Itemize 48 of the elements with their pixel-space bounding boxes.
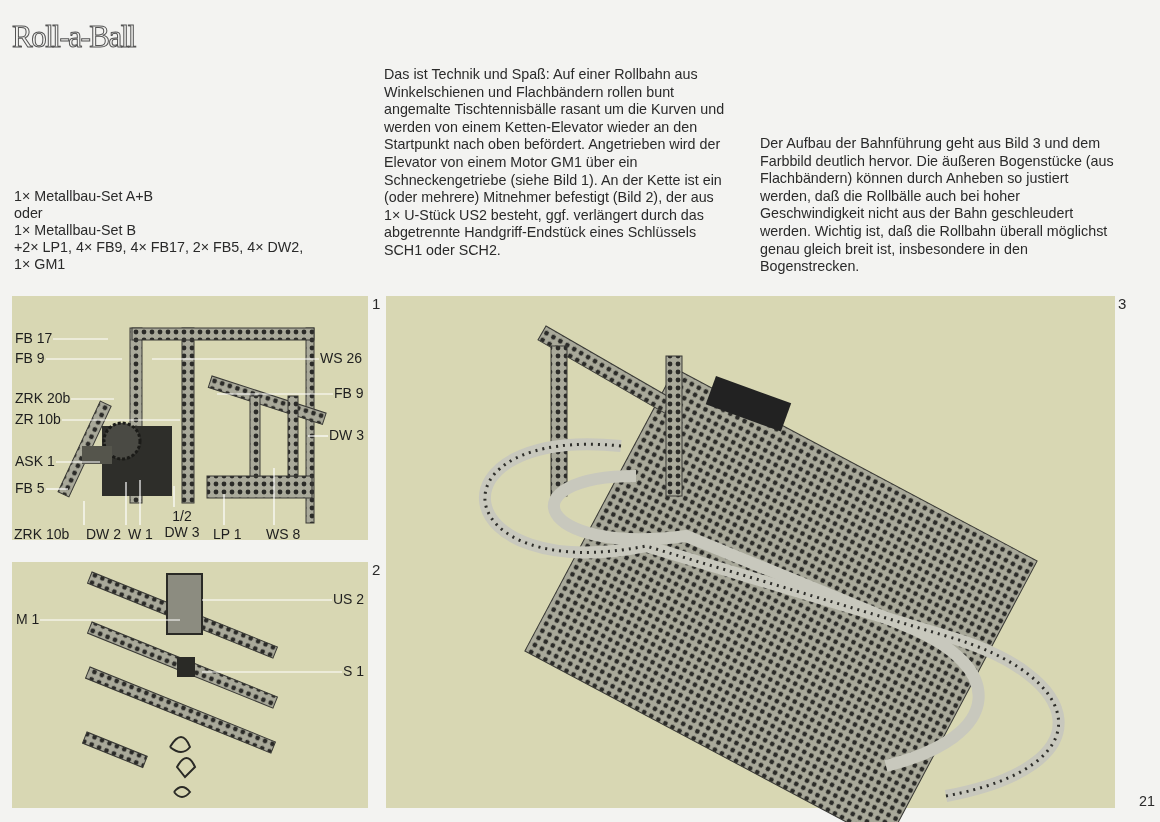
- figure-number: 3: [1118, 296, 1127, 312]
- page-title: Roll-a-Ball: [12, 20, 135, 54]
- leader-line: [39, 619, 181, 621]
- part-label: DW 3: [329, 427, 364, 443]
- part-label: FB 9: [15, 350, 45, 366]
- leader-line: [223, 493, 225, 526]
- part-label: LP 1: [213, 526, 242, 542]
- leader-line: [52, 338, 109, 340]
- leader-line: [201, 599, 333, 601]
- body-paragraph: Das ist Technik und Spaß: Auf einer Rollbahn aus Winkelschienen und Flachbändern rollen bunt angemalte Tischtennisbälle rasant um die Kurven und werden von einem Ketten-Elevator wieder an den Startpunkt nach oben befördert. Angetrieben wird der Elevator von einem Motor GM1 über ein Schneckengetriebe (siehe Bild 1). An der Kette ist ein (oder mehrere) Mitnehmer befestigt (Bild 2), der aus 1× U-Stück US2 besteht, ggf. verlängert durch das abgetrennte Handgriff-Endstück eines Schlüssels SCH1 oder SCH2.: [384, 66, 726, 260]
- leader-line: [45, 488, 69, 490]
- part-label: DW 2: [86, 526, 121, 542]
- leader-line: [45, 358, 123, 360]
- part-label: M 1: [16, 611, 40, 627]
- parts-list-line: 1× Metallbau-Set B: [14, 222, 137, 239]
- page-number: 21: [1139, 793, 1156, 811]
- leader-line: [125, 481, 127, 526]
- part-label: ASK 1: [15, 453, 55, 469]
- leader-line: [173, 485, 175, 508]
- leader-line: [216, 393, 334, 395]
- figure-number: 2: [372, 562, 381, 578]
- part-label: ZR 10b: [15, 411, 61, 427]
- body-paragraph: Der Aufbau der Bahnführung geht aus Bild 3 und dem Farbbild deutlich hervor. Die äußeren Bogenstücke (aus Flachbändern) können durch Anheben so justiert werden, daß die Rollbälle auch bei hoher Geschwindigkeit nicht aus der Bahn geschleudert werden. Wichtig ist, daß die Rollbahn überall möglichst genau gleich breit ist, insbesondere in den Bogenstrecken.: [760, 135, 1115, 276]
- part-label: WS 8: [266, 526, 301, 542]
- photo-panel: [12, 296, 368, 540]
- leader-line: [201, 671, 343, 673]
- parts-list-line: +2× LP1, 4× FB9, 4× FB17, 2× FB5, 4× DW2, 1× GM1: [14, 239, 305, 273]
- figure-number: 1: [372, 296, 381, 312]
- part-label: FB 9: [334, 385, 364, 401]
- leader-line: [307, 435, 329, 437]
- part-label: 1/2 DW 3: [162, 508, 202, 540]
- part-label: FB 17: [15, 330, 53, 346]
- parts-list-line: oder: [14, 205, 44, 222]
- leader-line: [83, 500, 85, 526]
- part-label: WS 26: [320, 350, 362, 366]
- part-label: ZRK 20b: [15, 390, 71, 406]
- part-label: US 2: [333, 591, 365, 607]
- leader-line: [273, 467, 275, 526]
- part-label: W 1: [128, 526, 153, 542]
- leader-line: [139, 479, 141, 526]
- leader-line: [61, 419, 181, 421]
- part-label: ZRK 10b: [14, 526, 70, 542]
- parts-list-line: 1× Metallbau-Set A+B: [14, 188, 155, 205]
- leader-line: [151, 358, 320, 360]
- photo-panel: [12, 562, 368, 808]
- part-label: S 1: [343, 663, 364, 679]
- leader-line: [70, 398, 115, 400]
- part-label: FB 5: [15, 480, 45, 496]
